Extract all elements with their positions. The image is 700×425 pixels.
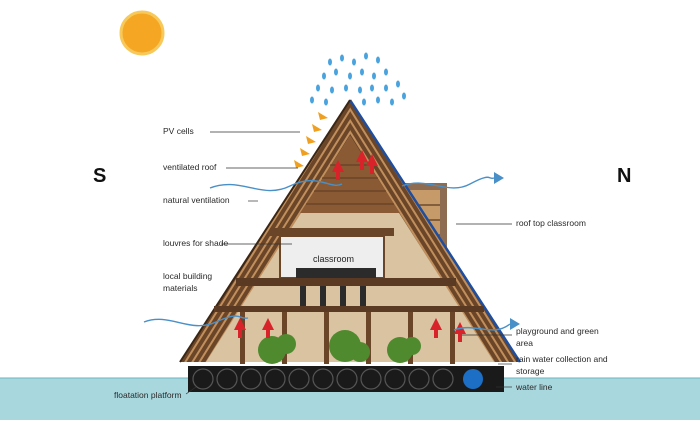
warm-air-arrows: [234, 150, 466, 342]
sun-icon: [119, 10, 165, 56]
playground-label-line2: area: [516, 338, 534, 348]
floatation-platform-label: floatation platform: [114, 390, 182, 400]
water-line-label: water line: [516, 382, 553, 392]
natural-ventilation-label: natural ventilation: [163, 195, 230, 205]
classroom-label: classroom: [313, 254, 355, 264]
green-area-trees: [258, 330, 421, 364]
pv-cells-label: PV cells: [163, 126, 194, 136]
local-materials-label-line1: local building: [163, 271, 213, 281]
rainwater-label-line1: rain water collection and: [516, 354, 608, 364]
ventilated-roof-label: ventilated roof: [163, 162, 217, 172]
playground-label-line1: playground and green: [516, 326, 599, 336]
north-label: N: [617, 165, 632, 187]
classroom-furniture: [296, 268, 376, 306]
local-materials-label-line2: materials: [163, 283, 198, 293]
rainwater-label-line2: storage: [516, 366, 545, 376]
pv-sunlight-arrows: [294, 112, 328, 168]
roof-edge-line: [348, 99, 522, 363]
wind-flow-lines: [143, 176, 511, 331]
louvres-label: louvres for shade: [163, 238, 229, 248]
south-label: S: [93, 165, 107, 187]
leader-lines: [185, 131, 512, 395]
wind-arrowheads: [494, 172, 520, 330]
rainwater-tank-icon: [463, 369, 483, 389]
floatation-platform: [188, 366, 504, 392]
rain-drops-icon: [310, 52, 406, 106]
a-frame-structure: [179, 99, 522, 364]
roof-top-classroom-label: roof top classroom: [516, 218, 586, 228]
